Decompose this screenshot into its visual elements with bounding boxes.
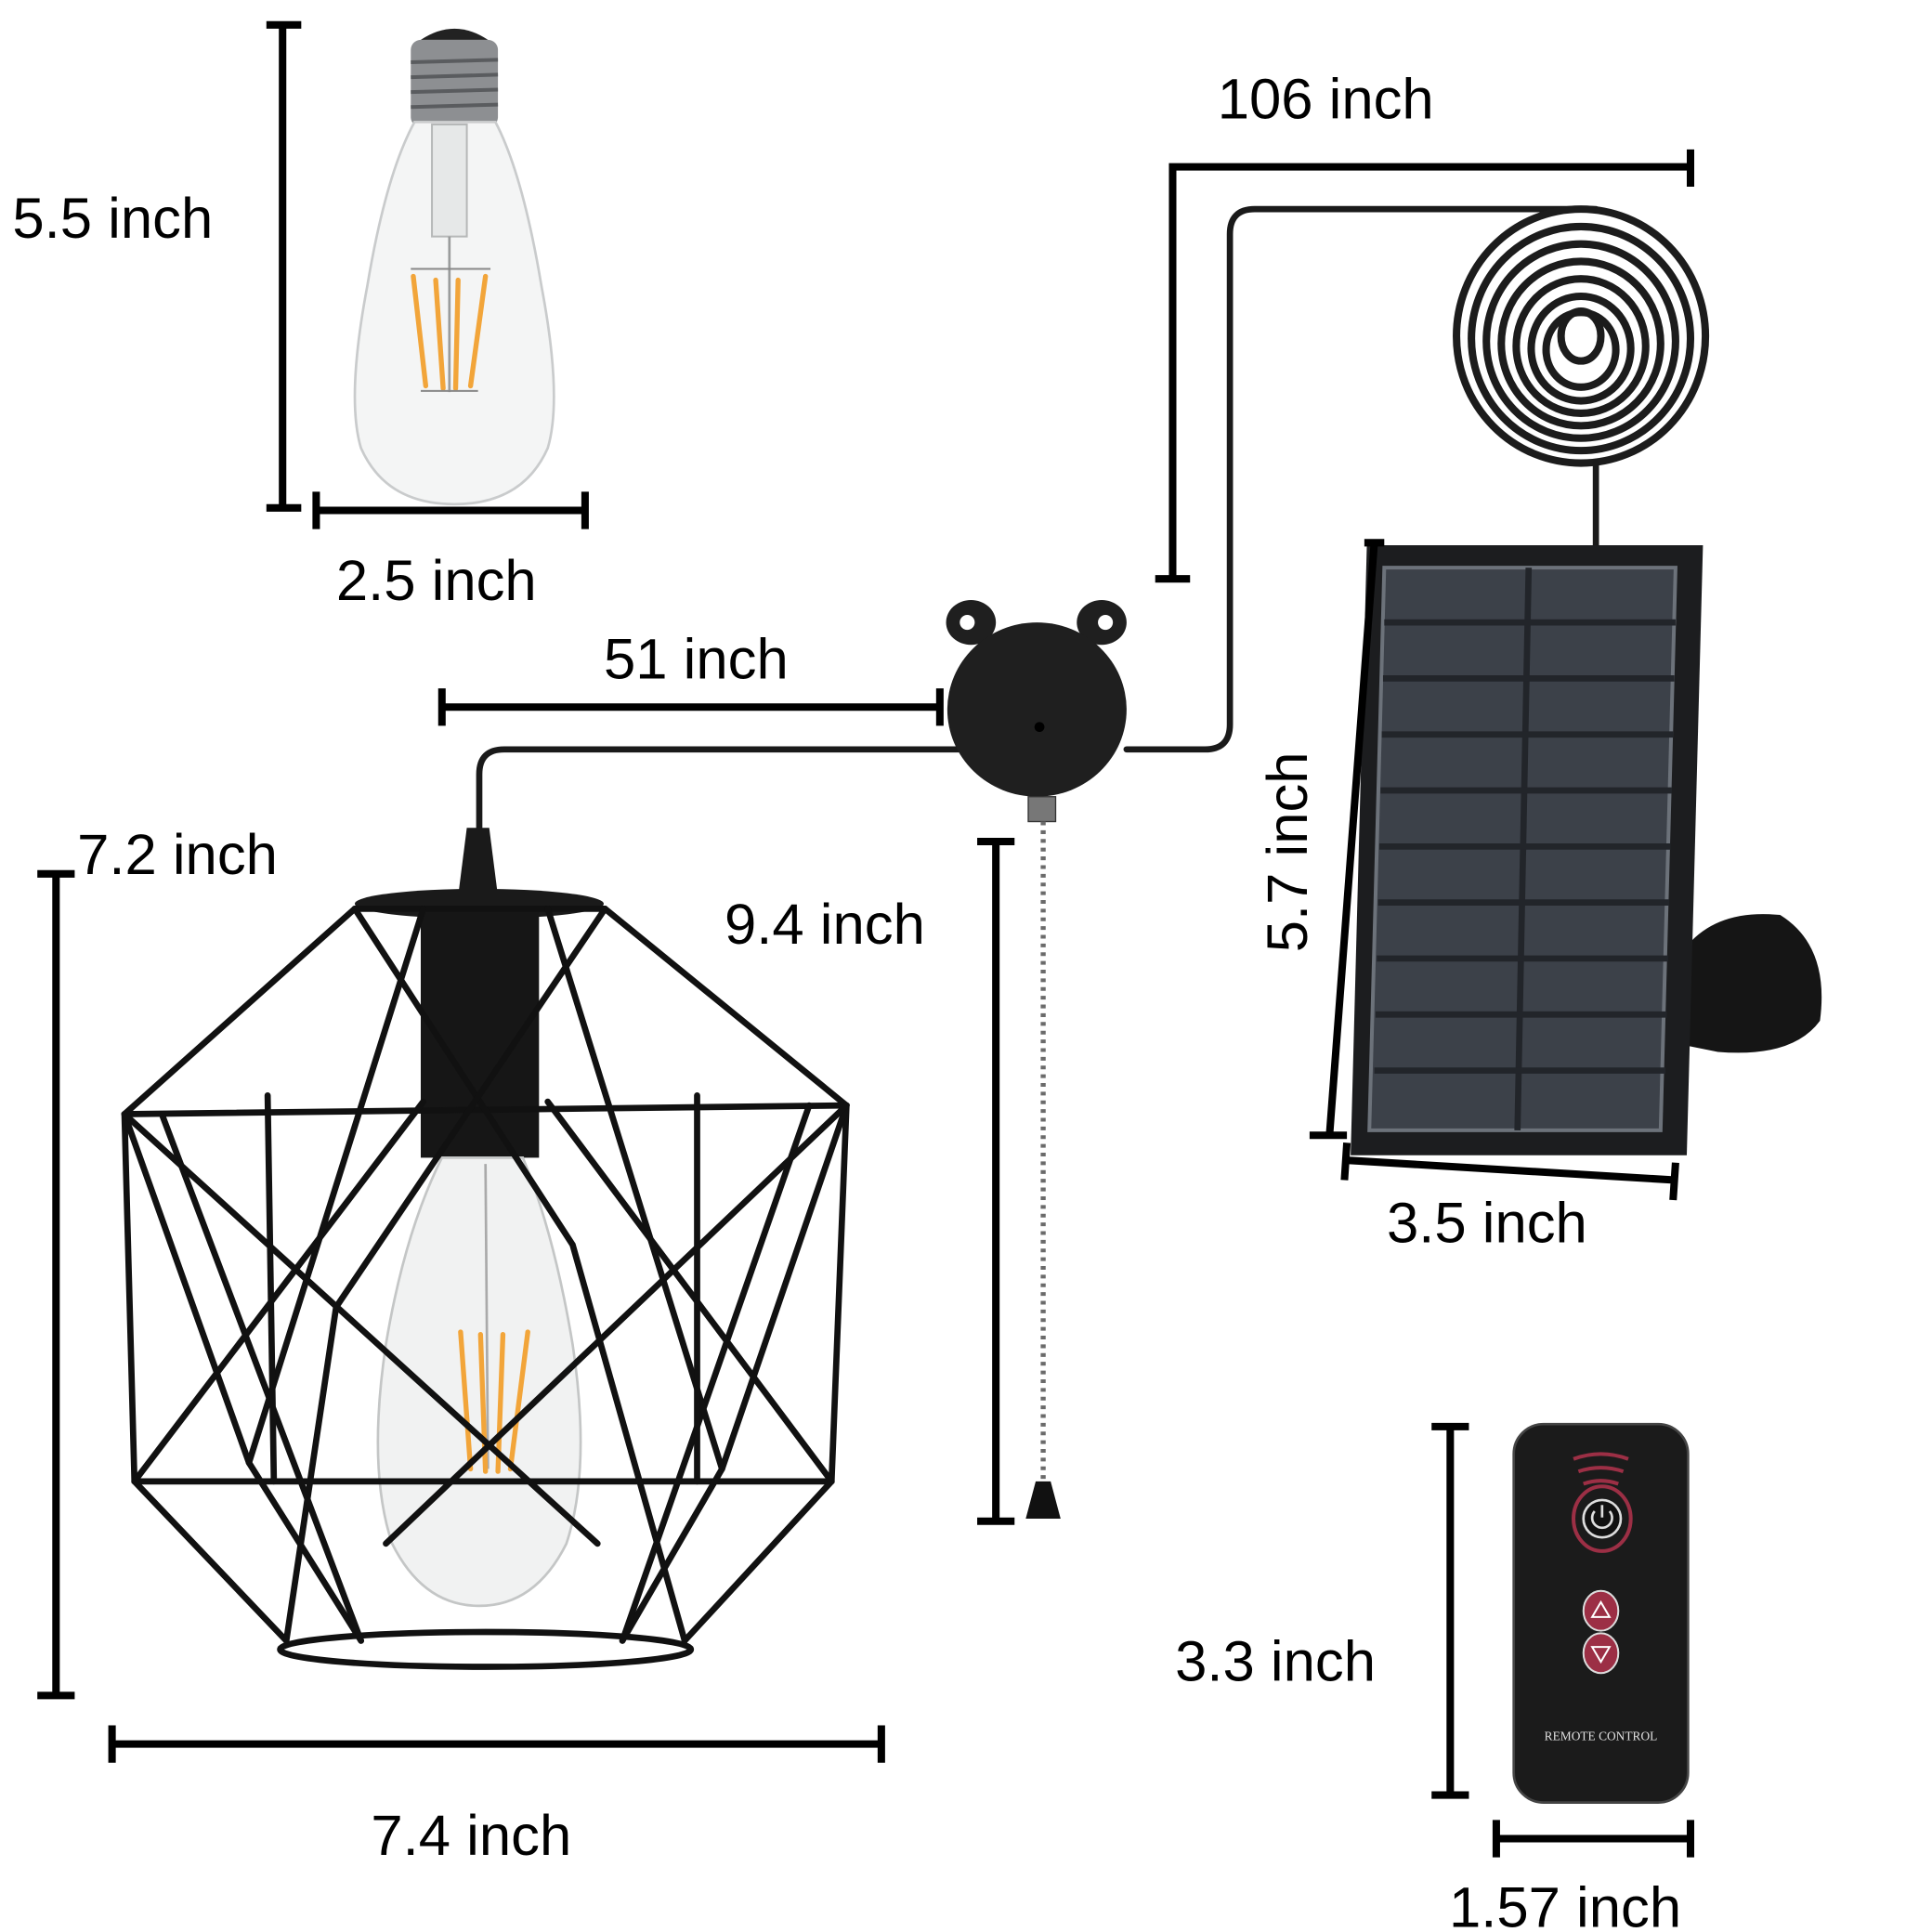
power-button: [1572, 1484, 1633, 1553]
panel-height-dimension: [1309, 539, 1385, 1140]
remote-width-dimension: [1492, 1820, 1695, 1858]
panel-height-label: 5.7 inch: [1256, 751, 1320, 952]
lamp-width-label: 7.4 inch: [371, 1804, 571, 1868]
remote-label: REMOTE CONTROL: [1545, 1730, 1658, 1743]
bulb-height-label: 5.5 inch: [12, 187, 213, 251]
cable-lamp-dimension: [437, 688, 944, 726]
pull-chain: [1025, 821, 1061, 1520]
panel-width-dimension: [1340, 1142, 1679, 1201]
power-cable: [476, 205, 1710, 831]
cable-lamp-label: 51 inch: [604, 627, 789, 691]
cable-panel-dimension: [1155, 149, 1695, 583]
lamp-width-dimension: [108, 1725, 885, 1763]
lamp-height-label: 7.2 inch: [77, 823, 278, 887]
remote-height-dimension: [1431, 1422, 1469, 1799]
switch-box: [946, 599, 1127, 823]
cable-panel-label: 106 inch: [1218, 67, 1434, 131]
bulb-height-dimension: [266, 20, 302, 512]
bulb-illustration: [353, 28, 555, 506]
down-button: [1582, 1632, 1620, 1675]
remote-height-label: 3.3 inch: [1175, 1629, 1376, 1693]
pull-chain-dimension: [977, 837, 1015, 1525]
pull-chain-label: 9.4 inch: [724, 893, 925, 957]
remote-control: REMOTE CONTROL: [1512, 1422, 1690, 1804]
bulb-width-dimension: [312, 491, 589, 529]
solar-panel: [1351, 545, 1822, 1155]
lamp-height-dimension: [37, 869, 75, 1700]
bulb-width-label: 2.5 inch: [336, 549, 537, 613]
remote-width-label: 1.57 inch: [1449, 1876, 1681, 1932]
pendant-lamp: [121, 828, 850, 1670]
up-button: [1582, 1589, 1620, 1632]
panel-width-label: 3.5 inch: [1387, 1192, 1587, 1256]
